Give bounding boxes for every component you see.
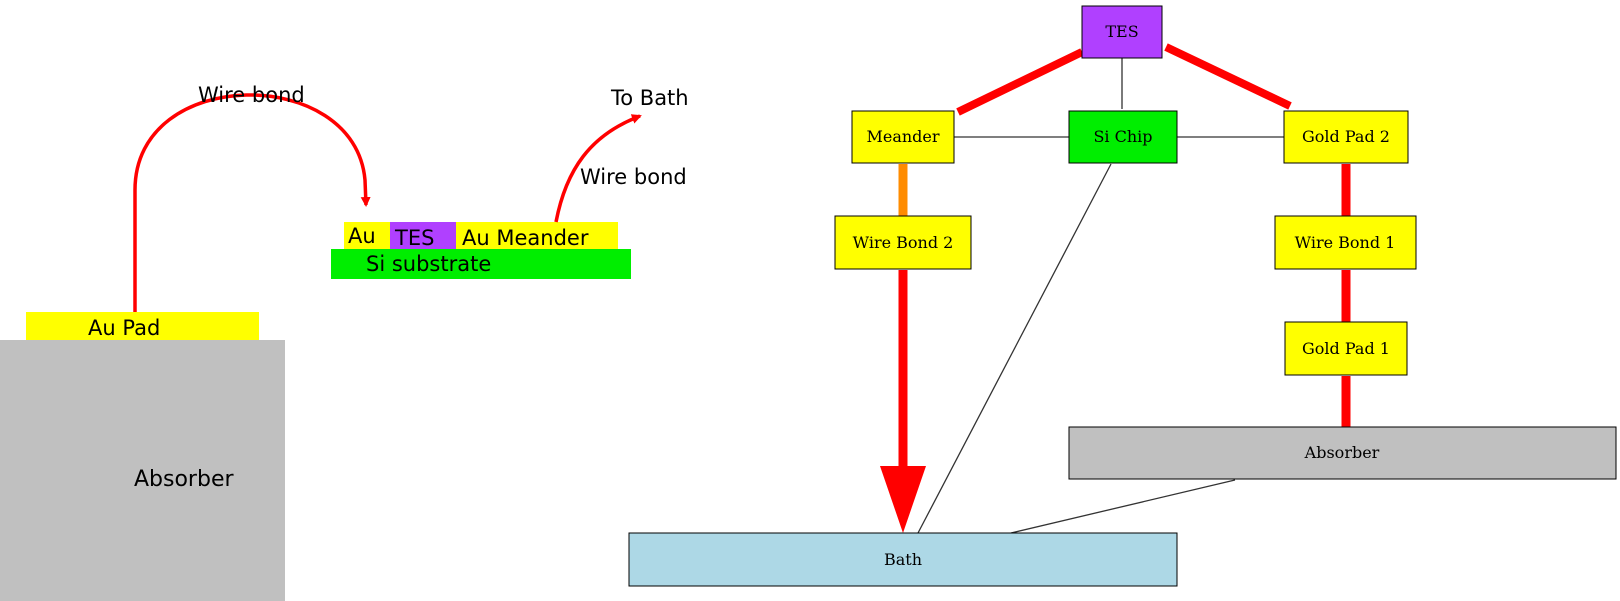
si-substrate [331,249,631,279]
node-gold-pad-2: Gold Pad 2 [1283,110,1409,164]
absorber-block-label: Absorber [134,467,234,492]
au-meander-label: Au Meander [462,226,589,250]
node-wire-bond-1-label: Wire Bond 1 [1295,233,1396,252]
absorber-block [0,340,285,601]
thermal-network-graph: TES Meander Si Chip Gold Pad 2 Wire Bond… [628,5,1617,587]
au-pad [26,312,259,340]
au-pad-label: Au Pad [88,316,160,340]
node-wire-bond-2: Wire Bond 2 [834,215,972,270]
node-wire-bond-2-label: Wire Bond 2 [853,233,954,252]
wire-bond-label-2: Wire bond [580,165,687,189]
node-si-chip-label: Si Chip [1093,127,1152,146]
node-absorber-label: Absorber [1304,443,1380,462]
node-tes: TES [1081,5,1163,59]
node-tes-label: TES [1105,22,1138,41]
node-gold-pad-2-label: Gold Pad 2 [1302,127,1390,146]
node-absorber: Absorber [1068,426,1617,480]
node-meander: Meander [851,110,955,164]
wire-bond-arc-1 [133,93,371,312]
node-si-chip: Si Chip [1068,110,1178,164]
au-meander [456,222,618,249]
wire-bond-label-1: Wire bond [198,83,305,107]
tes-element-label: TES [394,226,434,250]
arrowhead-to-bath [880,466,926,533]
node-bath-label: Bath [884,550,922,569]
si-substrate-label: Si substrate [366,252,491,276]
physical-layout-diagram: Absorber Au Pad Si substrate Au TES Au M… [0,83,689,601]
node-gold-pad-1: Gold Pad 1 [1284,321,1408,376]
tes-element [390,222,456,249]
node-meander-label: Meander [866,127,939,146]
wire-bond-arc-2 [554,114,642,223]
au-contact-label: Au [348,224,376,248]
edge-absorber-bath [1010,479,1236,534]
node-bath: Bath [628,532,1178,587]
au-contact [344,222,390,249]
edge-sichip-bath [917,163,1112,534]
node-wire-bond-1: Wire Bond 1 [1274,215,1417,270]
edge-tes-meander [956,48,1084,116]
edge-tes-goldpad2 [1164,43,1292,110]
to-bath-label: To Bath [610,86,689,110]
node-gold-pad-1-label: Gold Pad 1 [1302,339,1390,358]
